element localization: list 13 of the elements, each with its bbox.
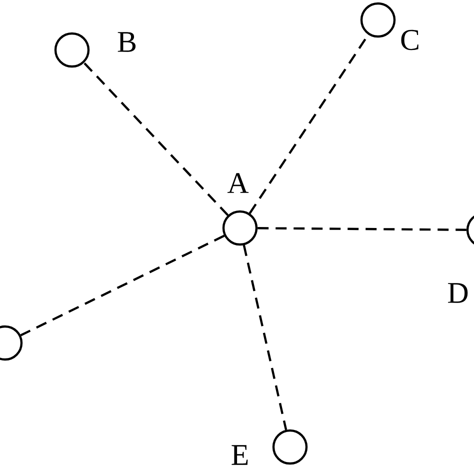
node-circle [54,32,90,68]
node-label: A [227,173,249,193]
node-circle [272,429,308,465]
node-circle [222,210,258,246]
dashed-line [20,234,225,336]
dashed-line [258,227,466,231]
node-label: D [448,283,468,303]
dashed-line [83,62,229,216]
node-label: B [118,32,136,52]
node-circle [360,2,396,38]
node-label: C [401,30,418,50]
node-label: E [232,445,248,465]
dashed-line [242,244,288,430]
